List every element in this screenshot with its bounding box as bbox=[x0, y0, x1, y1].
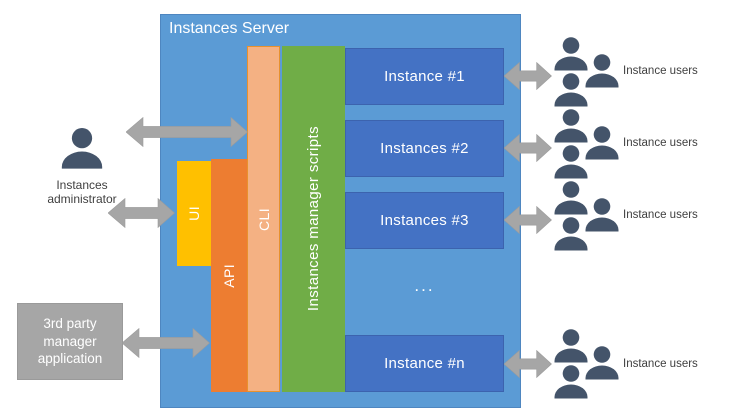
instance-1-box: Instance #1 bbox=[345, 48, 504, 105]
more-instances-ellipsis: ... bbox=[414, 276, 435, 295]
third-party-line1: 3rd party bbox=[43, 316, 97, 332]
instance-users-group-icon bbox=[553, 37, 620, 107]
instance-users-label: Instance users bbox=[623, 65, 698, 77]
instance-users-group-icon bbox=[553, 329, 620, 399]
administrator-label-line2: administrator bbox=[47, 192, 117, 206]
administrator-person-icon bbox=[60, 127, 104, 170]
api-bar-label: API bbox=[221, 263, 237, 288]
api-bar: API bbox=[211, 159, 247, 392]
third-party-line2: manager bbox=[43, 333, 97, 349]
instance-users-group-icon bbox=[553, 181, 620, 251]
cli-bar: CLI bbox=[247, 46, 280, 392]
ui-bar: UI bbox=[177, 161, 211, 266]
third-party-line3: application bbox=[37, 351, 103, 367]
administrator-label-line1: Instances bbox=[56, 178, 108, 192]
instances-manager-scripts-bar: Instances manager scripts bbox=[282, 46, 345, 392]
instance-users-label: Instance users bbox=[623, 137, 698, 149]
instances-manager-scripts-label: Instances manager scripts bbox=[305, 126, 322, 312]
instance-users-label: Instance users bbox=[623, 358, 698, 370]
instance-3-box: Instances #3 bbox=[345, 192, 504, 249]
instance-users-group-icon bbox=[553, 109, 620, 179]
cli-bar-label: CLI bbox=[255, 207, 272, 231]
instance-users-label: Instance users bbox=[623, 209, 698, 221]
ui-bar-label: UI bbox=[186, 206, 202, 221]
instance-2-box: Instances #2 bbox=[345, 120, 504, 177]
administrator-label: Instances administrator bbox=[14, 178, 150, 206]
instances-server-title: Instances Server bbox=[169, 20, 290, 37]
instance-n-box: Instance #n bbox=[345, 335, 504, 392]
third-party-manager-box: 3rd party manager application bbox=[17, 303, 123, 380]
